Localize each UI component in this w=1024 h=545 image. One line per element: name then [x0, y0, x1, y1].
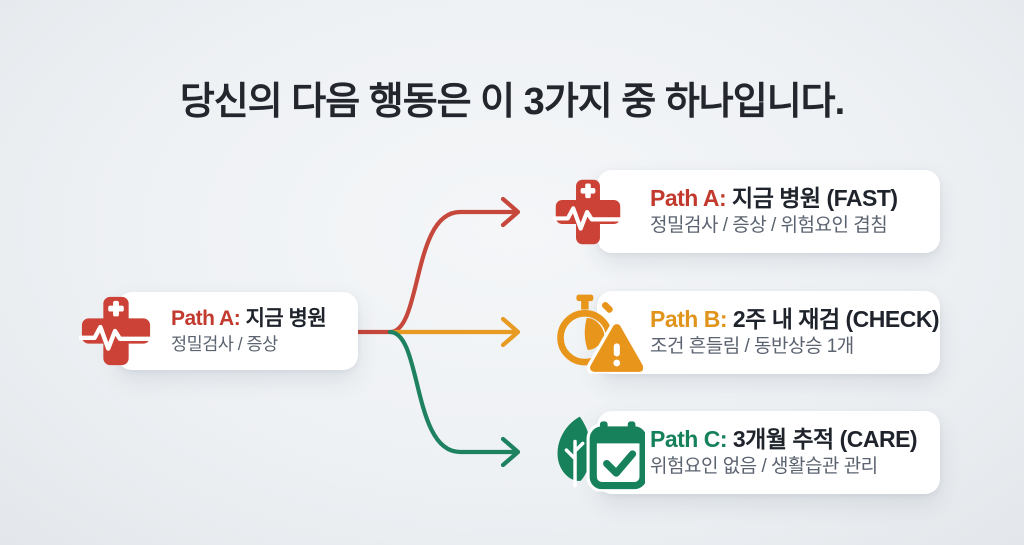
result-card-subtitle: 조건 흔들림 / 동반상승 1개 [650, 336, 854, 358]
source-card-title: Path A: 지금 병원 [171, 307, 358, 331]
source-card-subtitle: 정밀검사 / 증상 [171, 334, 278, 355]
branch-b-arrow [391, 316, 521, 348]
path-c-title-text: 3개월 추적 (CARE) [732, 425, 918, 452]
path-b-label: Path B: [650, 305, 728, 332]
medical-cross-heartbeat-icon [550, 177, 626, 247]
result-card-subtitle: 정밀검사 / 증상 / 위험요인 겹침 [650, 215, 888, 237]
path-a-title-text: 지금 병원 (FAST) [732, 184, 898, 211]
leaf-calendar-check-icon [553, 414, 650, 492]
source-path-label: Path A: [171, 306, 241, 330]
result-card-title: Path A: 지금 병원 (FAST) [650, 185, 940, 211]
path-c-label: Path C: [650, 425, 728, 452]
stopwatch-alert-icon [553, 292, 647, 375]
medical-cross-heartbeat-icon [76, 294, 156, 368]
branch-connectors [355, 196, 521, 468]
branch-a-arrow [355, 196, 521, 335]
result-card-path-b: Path B: 2주 내 재검 (CHECK) 조건 흔들림 / 동반상승 1개 [557, 291, 940, 375]
branch-c-arrow [387, 329, 521, 468]
result-card-title: Path B: 2주 내 재검 (CHECK) [650, 306, 940, 332]
page-title: 당신의 다음 행동은 이 3가지 중 하나입니다. [179, 81, 845, 123]
result-card-title: Path C: 3개월 추적 (CARE) [650, 426, 940, 452]
result-card-subtitle: 위험요인 없음 / 생활습관 관리 [650, 456, 878, 478]
result-card-path-a: Path A: 지금 병원 (FAST) 정밀검사 / 증상 / 위험요인 겹침 [550, 170, 940, 253]
path-a-label: Path A: [650, 184, 727, 211]
path-b-title-text: 2주 내 재검 (CHECK) [732, 305, 940, 332]
result-card-path-c: Path C: 3개월 추적 (CARE) 위험요인 없음 / 생활습관 관리 [557, 411, 940, 494]
source-title-text: 지금 병원 [245, 306, 327, 330]
source-card: Path A: 지금 병원 정밀검사 / 증상 [76, 292, 358, 370]
